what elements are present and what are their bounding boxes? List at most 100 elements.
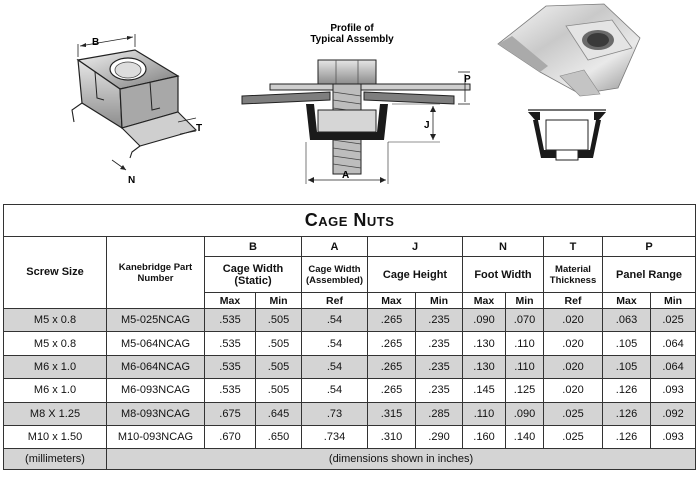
cell-j-max: .265: [367, 354, 416, 380]
dim-label-t: T: [196, 123, 202, 134]
subheader-p-max: Max: [602, 292, 651, 309]
cell-b-max: .535: [204, 378, 256, 403]
cage-nut-drawing: B T N: [71, 34, 202, 186]
subheader-b-min: Min: [255, 292, 302, 309]
cell-j-max: .315: [367, 401, 416, 426]
header-material-thickness: Material Thickness: [543, 256, 603, 293]
cell-t-ref: .025: [543, 424, 603, 450]
cell-j-min: .235: [415, 307, 463, 333]
cell-b-min: .505: [255, 378, 302, 403]
dim-label-j: J: [424, 120, 430, 131]
cell-p-max: .126: [602, 401, 651, 426]
header-screw-size: Screw Size: [3, 236, 107, 309]
header-cage-width-static: Cage Width (Static): [204, 256, 302, 293]
cell-p-min: .064: [649, 354, 697, 380]
cell-j-min: .235: [415, 378, 463, 403]
cell-p-max: .063: [602, 307, 651, 333]
header-letter-b: B: [204, 236, 302, 257]
cell-j-min: .285: [415, 401, 463, 426]
subheader-j-max: Max: [367, 292, 416, 309]
cell-t-ref: .020: [543, 307, 603, 333]
header-panel-range: Panel Range: [601, 256, 697, 293]
subheader-n-min: Min: [505, 292, 544, 309]
cell-b-min: .505: [255, 331, 302, 356]
header-cage-height: Cage Height: [367, 256, 463, 293]
dim-label-p: P: [464, 74, 471, 85]
cell-n-max: .090: [462, 307, 506, 333]
subheader-p-min: Min: [649, 292, 697, 309]
cell-part-number: M10-093NCAG: [106, 424, 205, 450]
cell-a-ref: .54: [301, 331, 368, 356]
subheader-j-min: Min: [415, 292, 463, 309]
cell-screw-size: M6 x 1.0: [3, 378, 107, 403]
cell-b-min: .505: [255, 307, 302, 333]
cell-p-max: .126: [602, 424, 651, 450]
cell-t-ref: .020: [543, 378, 603, 403]
cell-b-min: .505: [255, 354, 302, 380]
cell-part-number: M5-064NCAG: [106, 331, 205, 356]
illustrations: B T N Profile of Typical Assembly: [71, 3, 641, 186]
cell-b-min: .650: [255, 424, 302, 450]
cell-p-min: .025: [649, 307, 697, 333]
cell-j-min: .235: [415, 354, 463, 380]
cell-n-min: .070: [505, 307, 544, 333]
cell-a-ref: .734: [301, 424, 368, 450]
cell-n-max: .160: [462, 424, 506, 450]
cell-a-ref: .54: [301, 378, 368, 403]
cell-t-ref: .025: [543, 401, 603, 426]
subheader-a-ref: Ref: [301, 292, 368, 309]
cell-screw-size: M6 x 1.0: [3, 354, 107, 380]
cage-nuts-table: Cage Nuts Screw Size Kanebridge Part Num…: [2, 204, 697, 471]
cell-b-max: .535: [204, 354, 256, 380]
cell-n-min: .140: [505, 424, 544, 450]
header-letter-n: N: [462, 236, 544, 257]
cell-n-min: .090: [505, 401, 544, 426]
cell-part-number: M6-064NCAG: [106, 354, 205, 380]
cell-p-min: .093: [649, 378, 697, 403]
header-letter-j: J: [367, 236, 463, 257]
cell-j-max: .265: [367, 378, 416, 403]
cell-b-max: .535: [204, 331, 256, 356]
header-cage-width-assembled: Cage Width (Assembled): [301, 256, 368, 293]
cell-n-max: .130: [462, 331, 506, 356]
footer-inches-note: (dimensions shown in inches): [105, 448, 697, 471]
header-letter-t: T: [543, 236, 603, 257]
cell-a-ref: .54: [301, 307, 368, 333]
cell-part-number: M6-093NCAG: [106, 378, 205, 403]
cell-screw-size: M10 x 1.50: [3, 424, 107, 450]
subheader-n-max: Max: [462, 292, 506, 309]
cell-b-min: .645: [255, 401, 302, 426]
cell-n-max: .145: [462, 378, 506, 403]
cell-screw-size: M5 x 0.8: [3, 331, 107, 356]
cell-part-number: M5-025NCAG: [106, 307, 205, 333]
cell-a-ref: .73: [301, 401, 368, 426]
cell-j-max: .265: [367, 307, 416, 333]
dim-label-n: N: [128, 175, 135, 186]
footer-millimeters: (millimeters): [3, 448, 107, 471]
cell-t-ref: .020: [543, 331, 603, 356]
cell-n-min: .110: [505, 354, 544, 380]
header-part-number: Kanebridge Part Number: [106, 236, 205, 309]
table-footer: (millimeters) (dimensions shown in inche…: [3, 448, 697, 471]
cell-b-max: .535: [204, 307, 256, 333]
cell-j-min: .290: [415, 424, 463, 450]
cell-p-max: .105: [602, 331, 651, 356]
cell-n-max: .130: [462, 354, 506, 380]
cell-p-max: .126: [602, 378, 651, 403]
cell-j-max: .265: [367, 331, 416, 356]
cell-a-ref: .54: [301, 354, 368, 380]
cell-n-min: .110: [505, 331, 544, 356]
cell-j-min: .235: [415, 331, 463, 356]
assembly-profile-drawing: Profile of Typical Assembly P: [241, 23, 471, 184]
subheader-t-ref: Ref: [543, 292, 603, 309]
cell-p-min: .093: [649, 424, 697, 450]
cell-b-max: .675: [204, 401, 256, 426]
cell-p-min: .092: [649, 401, 697, 426]
profile-title-line1: Profile of: [330, 23, 374, 34]
